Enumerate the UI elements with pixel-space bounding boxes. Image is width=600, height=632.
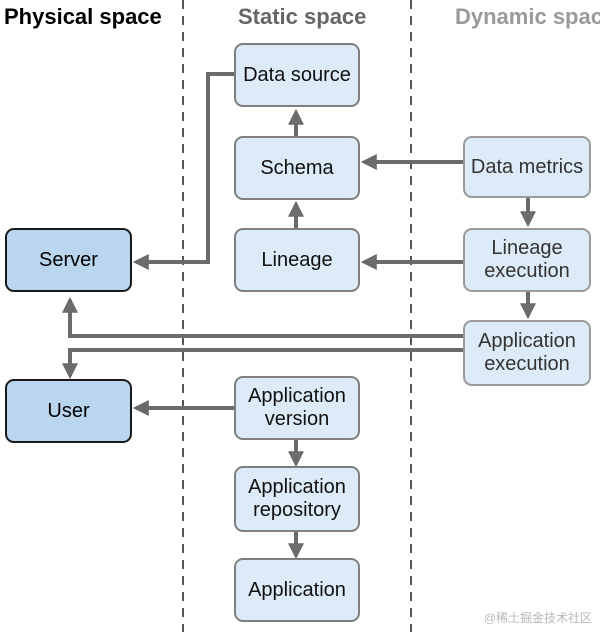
edge-appexec-server: [62, 296, 464, 338]
watermark: @稀土掘金技术社区: [483, 611, 592, 625]
edge-datasource-server: [132, 72, 236, 270]
node-user: User: [5, 379, 132, 443]
node-application-execution: Application execution: [463, 320, 591, 386]
node-data-source: Data source: [234, 43, 360, 107]
column-title-dynamic: Dynamic space: [455, 4, 600, 29]
node-application: Application: [234, 558, 360, 622]
node-data-metrics: Data metrics: [463, 136, 591, 198]
edge-appexec-user: [62, 348, 464, 380]
node-application-repository: Application repository: [234, 466, 360, 532]
column-title-static: Static space: [238, 4, 367, 29]
column-title-physical: Physical space: [4, 4, 162, 29]
node-lineage: Lineage: [234, 228, 360, 292]
node-server: Server: [5, 228, 132, 292]
node-schema: Schema: [234, 136, 360, 200]
node-application-version: Application version: [234, 376, 360, 440]
node-lineage-execution: Lineage execution: [463, 228, 591, 292]
